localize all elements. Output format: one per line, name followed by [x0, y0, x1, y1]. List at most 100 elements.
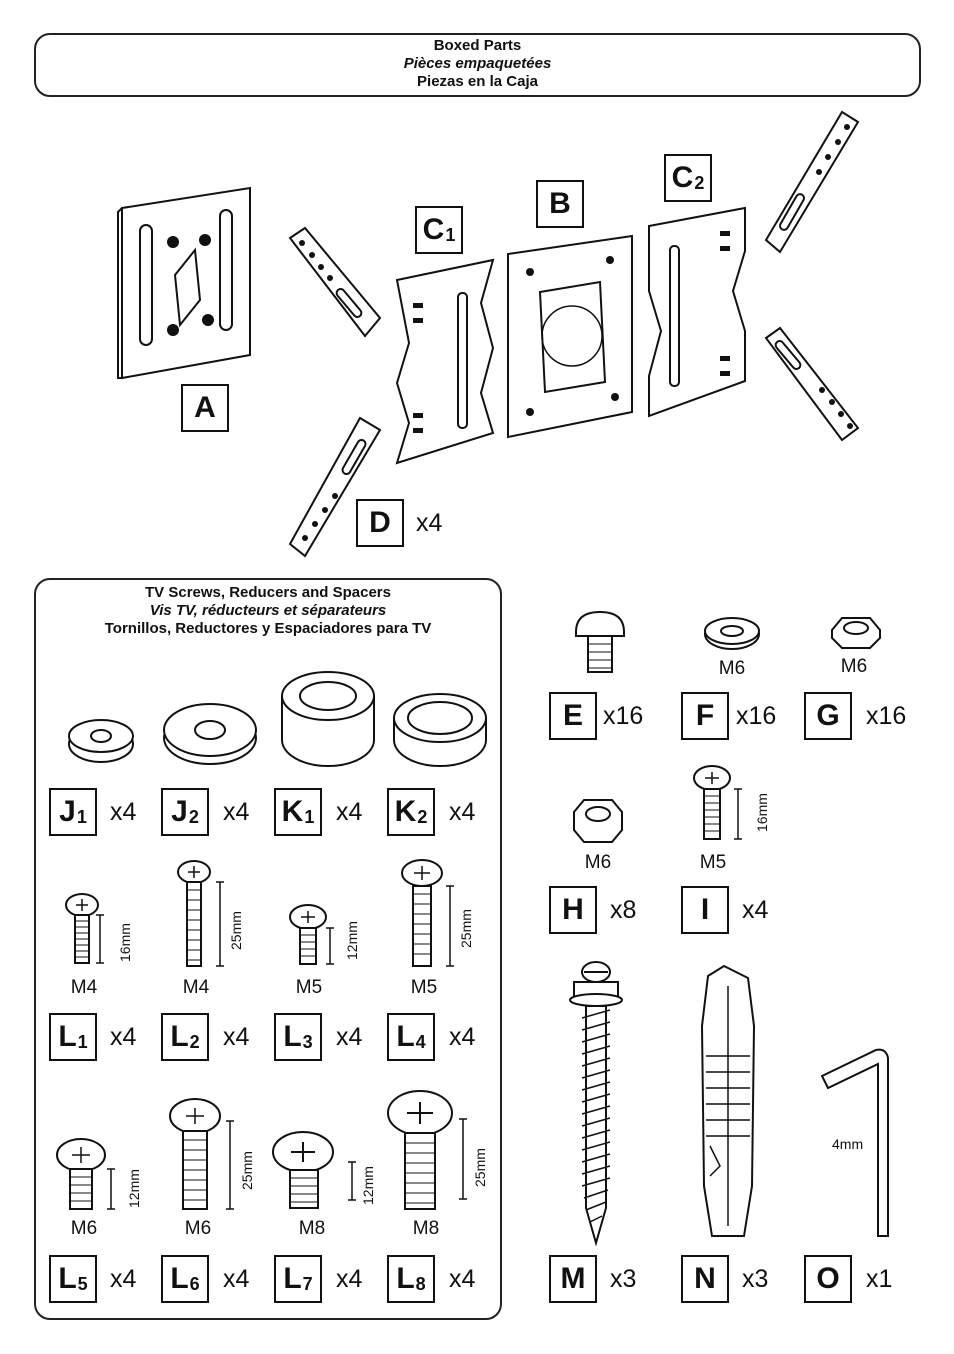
- screw-l3-drawing: [289, 904, 334, 965]
- arm-d-upper-right: [764, 110, 860, 254]
- part-d-quantity: x4: [416, 509, 443, 537]
- screw-i-length: 16mm: [754, 793, 770, 832]
- boxed-parts-title-en: Boxed Parts: [433, 37, 522, 54]
- part-l3-quantity: x4: [336, 1023, 363, 1051]
- part-l1-quantity: x4: [110, 1023, 137, 1051]
- screw-l2-drawing: [177, 860, 224, 967]
- nut-g-drawing: [831, 617, 881, 649]
- arm-d-upper-left: [288, 226, 382, 338]
- screw-l8-drawing: [387, 1090, 467, 1210]
- plate-a-drawing: [117, 186, 251, 380]
- part-n-quantity: x3: [742, 1265, 769, 1293]
- reducer-j2-drawing: [163, 703, 257, 765]
- part-e-label: E: [549, 692, 597, 740]
- boxed-parts-title-fr: Pièces empaquetées: [403, 55, 552, 72]
- screw-l8-length: 25mm: [472, 1148, 488, 1187]
- washer-f-size: M6: [718, 658, 746, 679]
- nut-h-drawing: [573, 799, 623, 843]
- boxed-parts-header-frame: [34, 33, 921, 97]
- part-l2-quantity: x4: [223, 1023, 250, 1051]
- screw-l6-length: 25mm: [239, 1151, 255, 1190]
- part-f-label: F: [681, 692, 729, 740]
- part-d-label: D: [356, 499, 404, 547]
- screw-l4-size: M5: [410, 977, 438, 998]
- part-l8-quantity: x4: [449, 1265, 476, 1293]
- part-b-label: B: [536, 180, 584, 228]
- tv-screws-title-en: TV Screws, Reducers and Spacers: [145, 584, 391, 601]
- screw-i-size: M5: [699, 852, 727, 873]
- part-f-quantity: x16: [736, 702, 777, 730]
- part-h-quantity: x8: [610, 896, 637, 924]
- screw-l3-size: M5: [295, 977, 323, 998]
- part-l5-quantity: x4: [110, 1265, 137, 1293]
- screw-l5-drawing: [56, 1138, 115, 1210]
- screw-l3-length: 12mm: [344, 921, 360, 960]
- lag-screw-m-drawing: [569, 961, 623, 1247]
- washer-f-drawing: [704, 617, 760, 650]
- screw-l1-drawing: [65, 893, 104, 964]
- tv-screws-title-fr: Vis TV, réducteurs et séparateurs: [149, 602, 387, 619]
- bracket-c1-drawing: [395, 258, 495, 465]
- screw-l5-size: M6: [70, 1218, 98, 1239]
- part-m-quantity: x3: [610, 1265, 637, 1293]
- screw-l4-length: 25mm: [458, 909, 474, 948]
- screw-l6-drawing: [169, 1098, 234, 1210]
- part-l6-quantity: x4: [223, 1265, 250, 1293]
- part-h-label: H: [549, 886, 597, 934]
- part-k2-quantity: x4: [449, 798, 476, 826]
- bracket-c2-drawing: [648, 206, 746, 418]
- hex-key-o-size: 4mm: [832, 1136, 864, 1152]
- hex-key-o-drawing: [820, 1048, 889, 1237]
- screw-l7-size: M8: [298, 1218, 326, 1239]
- screw-l2-size: M4: [182, 977, 210, 998]
- arm-d-lower: [288, 416, 382, 558]
- screw-i-drawing: [693, 765, 742, 840]
- screw-l7-length: 12mm: [360, 1166, 376, 1205]
- part-e-quantity: x16: [603, 702, 644, 730]
- part-i-label: I: [681, 886, 729, 934]
- part-n-label: N: [681, 1255, 729, 1303]
- tv-screws-title-es: Tornillos, Reductores y Espaciadores par…: [104, 620, 432, 637]
- screw-l8-size: M8: [412, 1218, 440, 1239]
- boxed-parts-title-es: Piezas en la Caja: [417, 73, 538, 90]
- part-l4-quantity: x4: [449, 1023, 476, 1051]
- part-g-quantity: x16: [866, 702, 907, 730]
- screw-l2-length: 25mm: [228, 911, 244, 950]
- part-o-label: O: [804, 1255, 852, 1303]
- screw-l1-size: M4: [70, 977, 98, 998]
- nut-h-size: M6: [584, 852, 612, 873]
- screw-l7-drawing: [272, 1131, 356, 1209]
- bolt-e-drawing: [575, 610, 625, 673]
- part-j1-quantity: x4: [110, 798, 137, 826]
- part-a-label: A: [181, 384, 229, 432]
- anchor-n-drawing: [700, 964, 756, 1237]
- screw-l1-length: 16mm: [117, 923, 133, 962]
- part-j2-quantity: x4: [223, 798, 250, 826]
- reducer-j1-drawing: [68, 719, 134, 763]
- spacer-k1-drawing: [281, 671, 375, 767]
- part-i-quantity: x4: [742, 896, 769, 924]
- part-l7-quantity: x4: [336, 1265, 363, 1293]
- tv-screws-frame: [34, 578, 502, 1320]
- boxed-parts-header: Boxed Parts Pièces empaquetées Piezas en…: [34, 37, 921, 91]
- part-k1-quantity: x4: [336, 798, 363, 826]
- screw-l5-length: 12mm: [126, 1169, 142, 1208]
- screw-l4-drawing: [401, 859, 454, 967]
- arm-d-lower-right: [764, 326, 860, 442]
- tv-screws-header: TV Screws, Reducers and Spacers Vis TV, …: [34, 584, 502, 638]
- spacer-k2-drawing: [393, 693, 487, 767]
- plate-b-drawing: [507, 234, 633, 439]
- nut-g-size: M6: [840, 656, 868, 677]
